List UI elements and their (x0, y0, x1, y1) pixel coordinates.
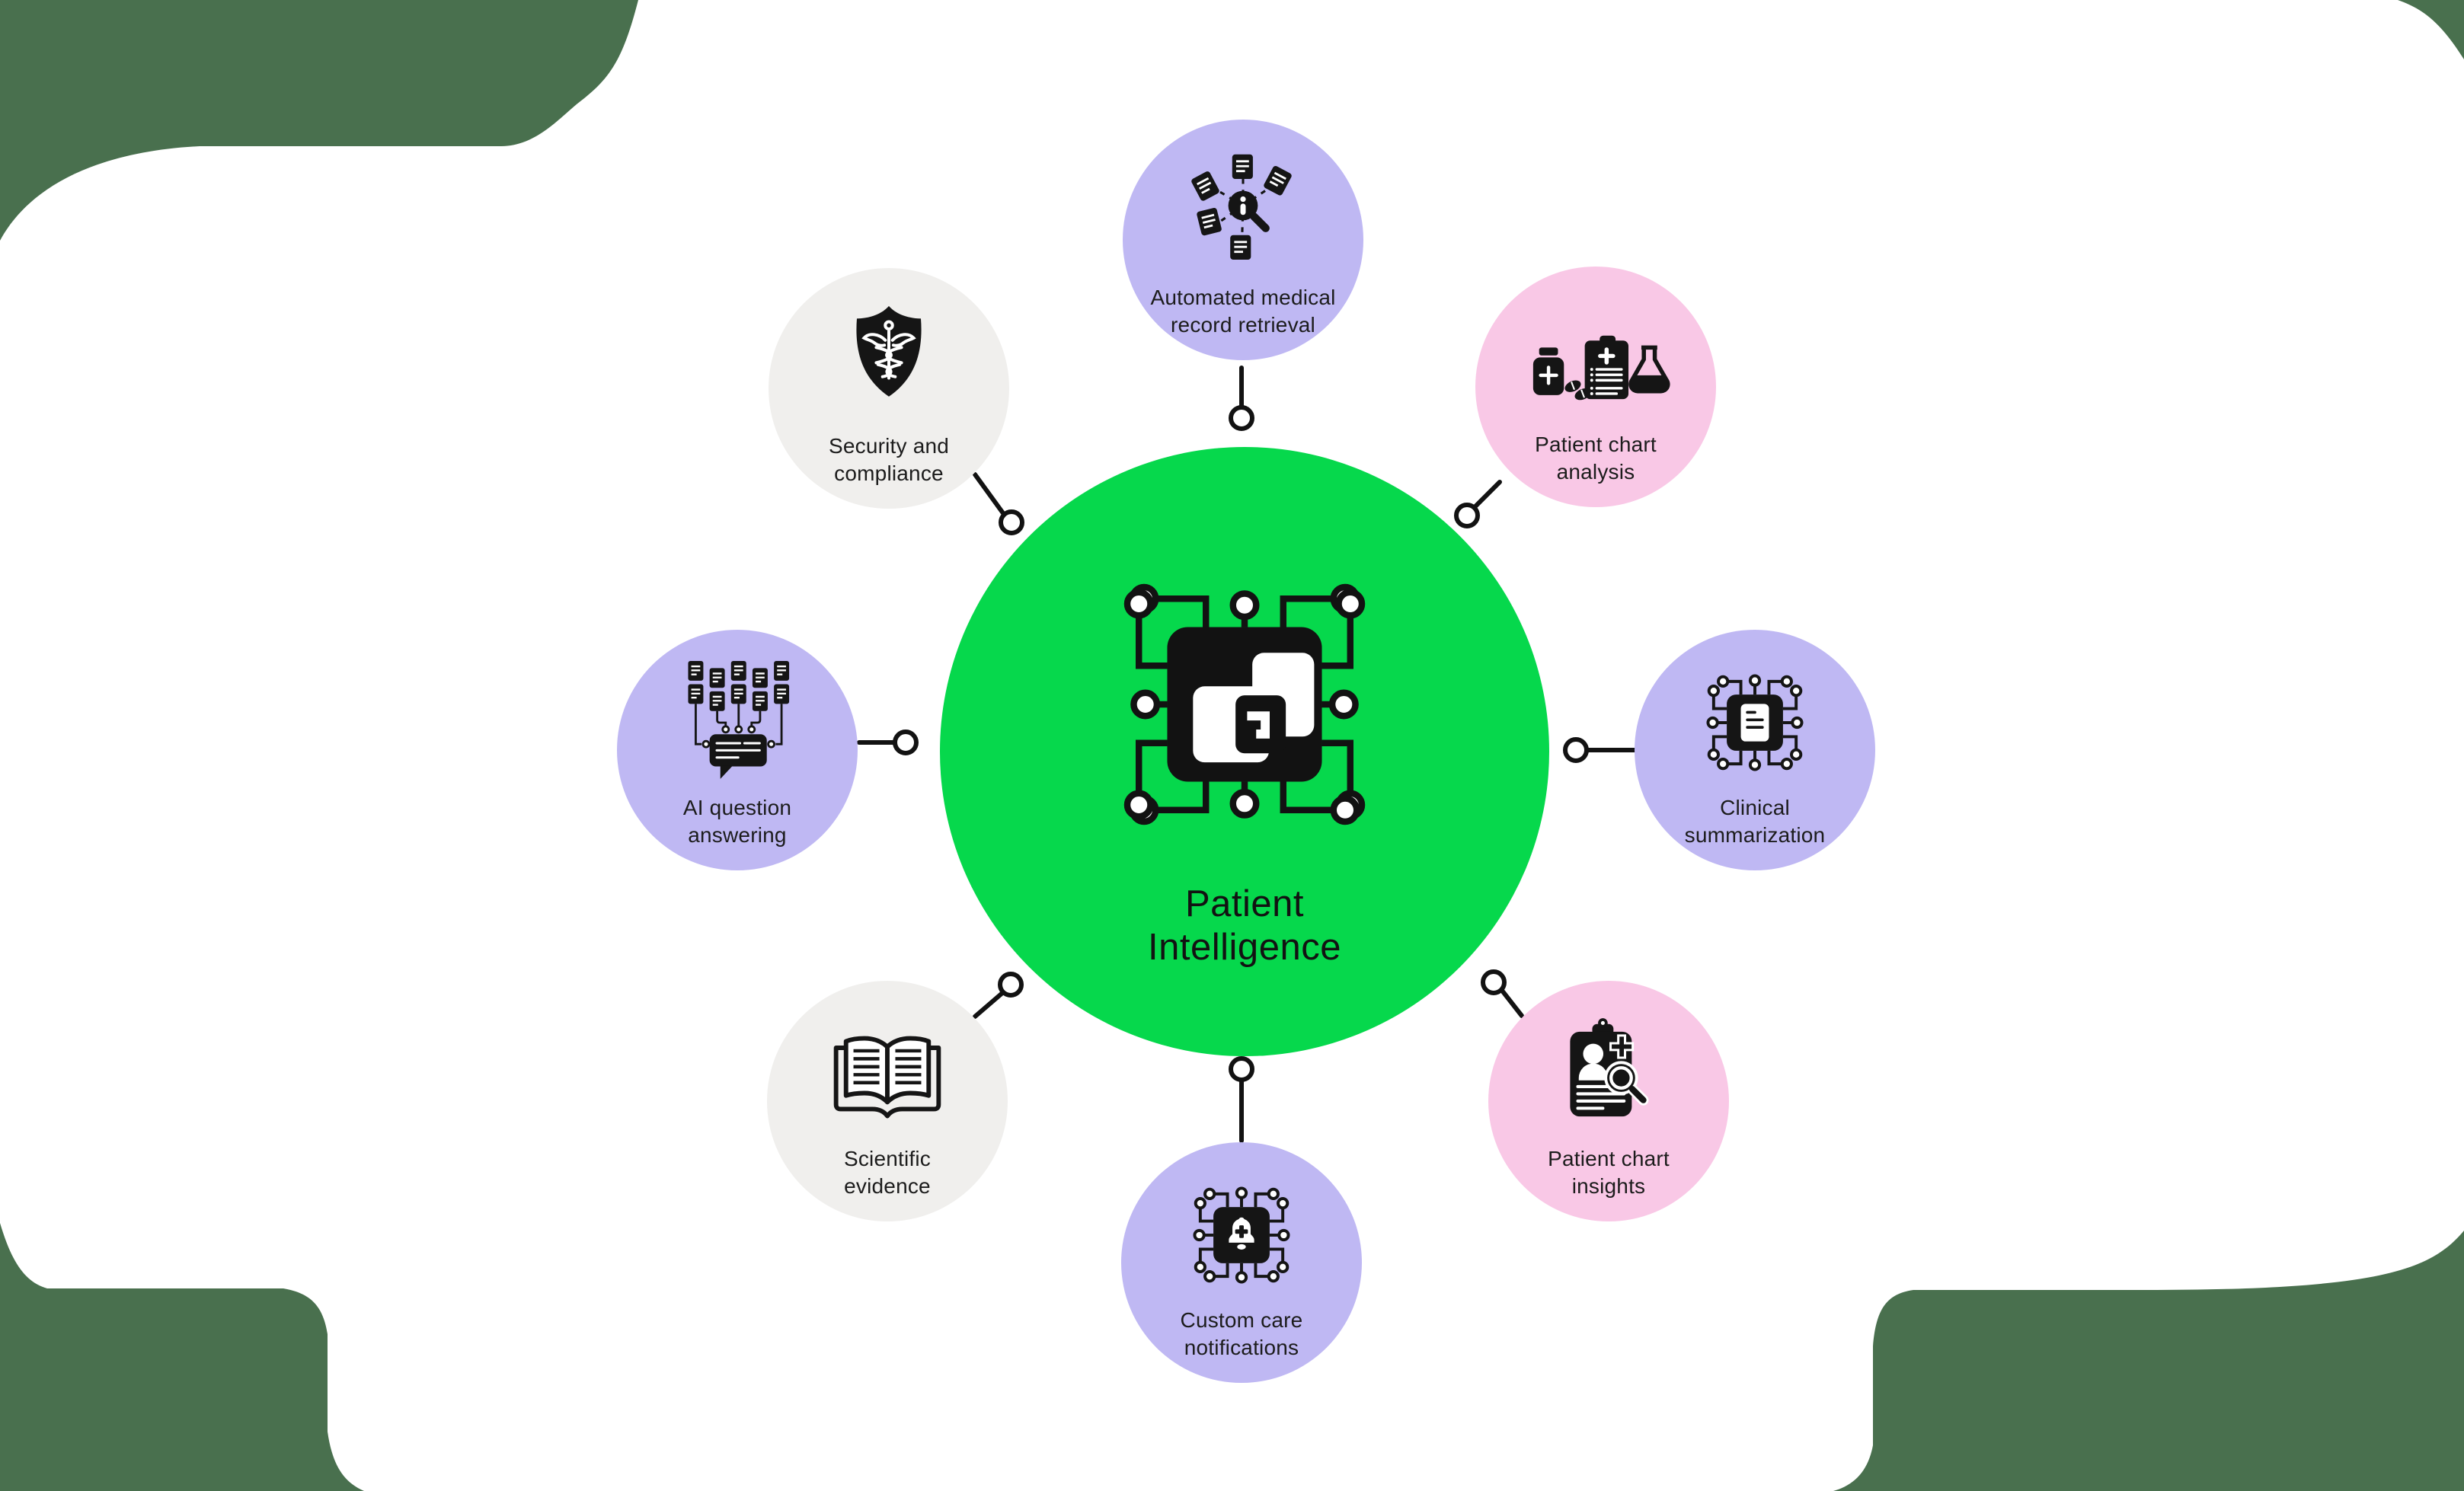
chip-document-icon (1694, 659, 1816, 787)
node-label: Patient chart analysis (1535, 433, 1657, 484)
node-label: Clinical summarization (1684, 796, 1826, 848)
node-label: Security and compliance (828, 434, 950, 486)
node-security-and-compliance: Security and compliance (769, 268, 1009, 509)
node-label: Scientific evidence (843, 1147, 932, 1199)
hub-patient-intelligence: Patient Intelligence (940, 447, 1549, 1056)
shield-caduceus-icon (830, 297, 948, 425)
corner-shape-top-left (0, 0, 638, 241)
node-patient-chart-insights: Patient chart insights (1488, 981, 1729, 1221)
connector-top (1229, 366, 1254, 431)
corner-shape-bottom-right (1833, 1231, 2464, 1491)
open-book-icon (823, 1010, 952, 1138)
connector-left (857, 730, 919, 755)
node-custom-care-notifications: Custom care notifications (1121, 1142, 1362, 1383)
documents-chat-icon (670, 659, 804, 787)
connector-right (1563, 737, 1637, 763)
connector-bottom-left (973, 972, 1024, 1019)
node-automated-medical-record-retrieval: Automated medical record retrieval (1123, 120, 1363, 360)
node-clinical-summarization: Clinical summarization (1635, 630, 1875, 870)
node-label: AI question answering (682, 796, 792, 848)
node-label: Patient chart insights (1548, 1147, 1670, 1199)
node-label: Automated medical record retrieval (1150, 286, 1336, 337)
clipboard-patient-magnifier-icon (1551, 1010, 1667, 1138)
node-label: Custom care notifications (1180, 1308, 1303, 1360)
corner-shape-bottom-left (0, 1223, 364, 1491)
connector-top-right (1454, 480, 1502, 528)
node-patient-chart-analysis: Patient chart analysis (1475, 267, 1716, 507)
medication-clipboard-flask-icon (1521, 295, 1670, 423)
hub-title: Patient Intelligence (1148, 883, 1341, 968)
node-ai-question-answering: AI question answering (617, 630, 858, 870)
corner-shape-top-right (2398, 0, 2464, 59)
connector-bottom (1229, 1056, 1254, 1143)
node-scientific-evidence: Scientific evidence (767, 981, 1008, 1221)
ai-chip-icon (1077, 537, 1412, 872)
connector-top-left (973, 472, 1024, 535)
chip-bell-icon (1181, 1171, 1302, 1299)
connector-bottom-right (1481, 969, 1524, 1018)
medical-records-search-icon (1179, 148, 1307, 276)
